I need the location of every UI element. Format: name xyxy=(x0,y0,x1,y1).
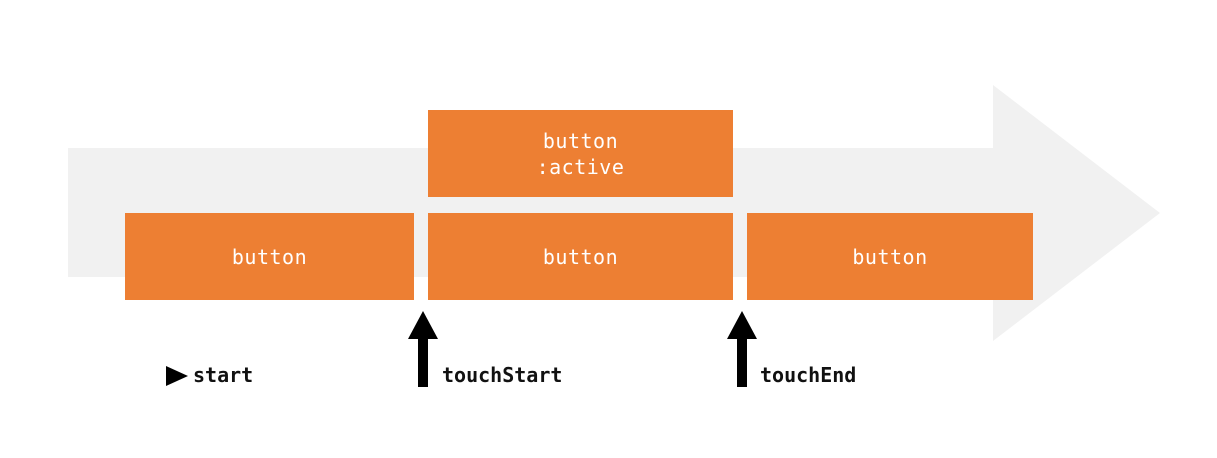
state-box-released: button xyxy=(747,213,1033,300)
state-box-label: button xyxy=(231,244,308,269)
start-label: start xyxy=(193,363,254,387)
touch-end-label: touchEnd xyxy=(760,363,857,387)
play-triangle-icon xyxy=(166,366,188,386)
touch-start-up-arrow-icon xyxy=(408,311,438,387)
touch-end-up-arrow-icon xyxy=(727,311,757,387)
touch-start-label: touchStart xyxy=(442,363,563,387)
state-box-pressed: button xyxy=(428,213,733,300)
state-box-label: button xyxy=(542,244,619,269)
state-box-initial: button xyxy=(125,213,414,300)
state-box-label: button xyxy=(542,128,619,153)
state-box-active: button :active xyxy=(428,110,733,197)
state-box-label-active: :active xyxy=(536,154,625,179)
state-box-label: button xyxy=(852,244,928,269)
